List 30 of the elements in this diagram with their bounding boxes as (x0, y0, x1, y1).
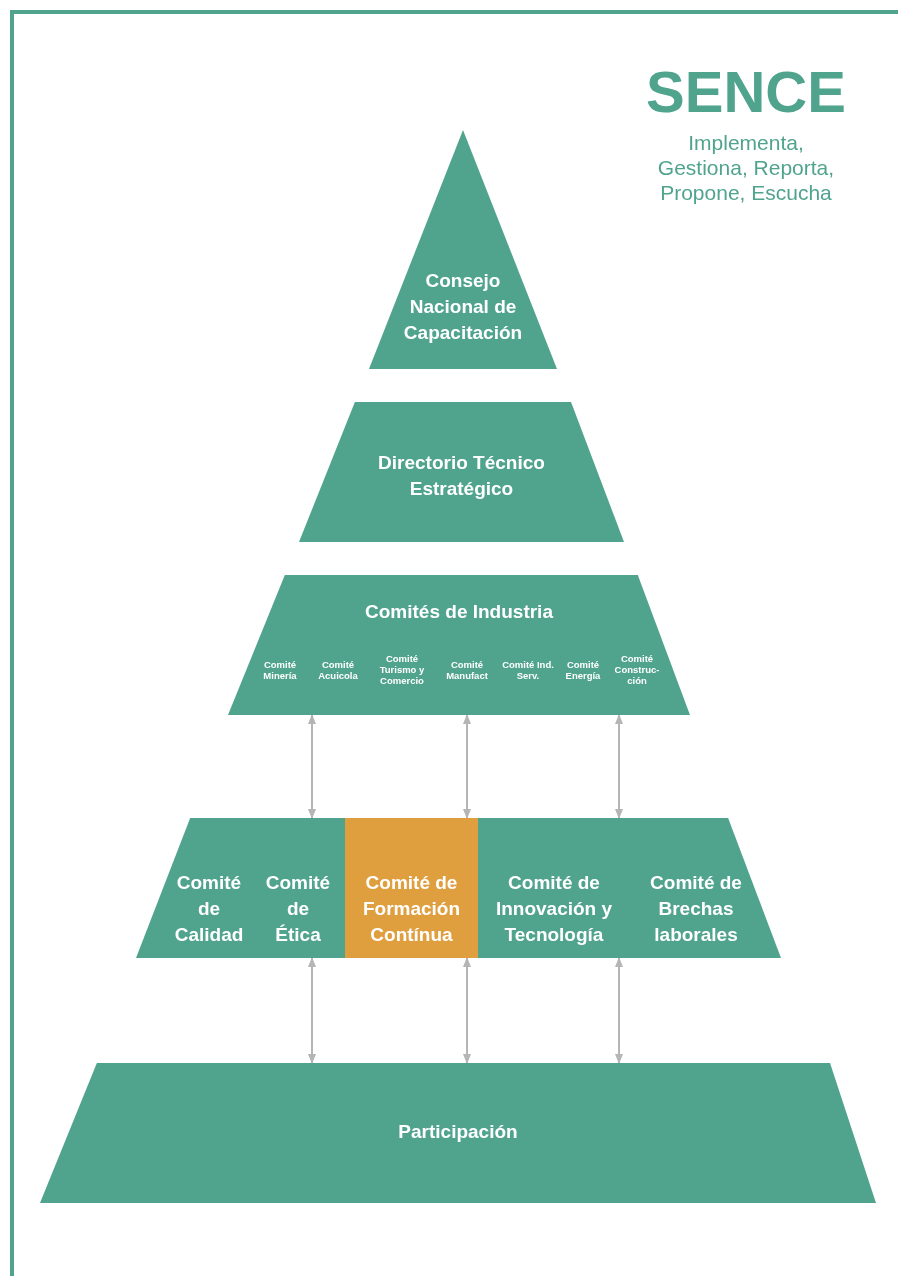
highlighted-segment (345, 818, 478, 958)
double-arrow (463, 714, 471, 819)
tier-label: Comité de Formación Contínua (361, 871, 462, 947)
trapezoid-tier (299, 402, 624, 542)
tier-label: Consejo Nacional de Capacitación (402, 269, 524, 345)
committee-label: Comité Turismo y Comercio (378, 653, 426, 686)
committee-label: Comité Acuicola (317, 659, 359, 681)
tier-label: Comité de Ética (264, 871, 332, 947)
double-arrow (463, 957, 471, 1064)
trapezoid-tier (136, 818, 781, 958)
tier-label: Comité de Brechas laborales (649, 871, 743, 947)
double-arrow (308, 957, 316, 1064)
double-arrow (308, 714, 316, 819)
tier-label: Participación (398, 1120, 518, 1144)
tier-label: Comité de Innovación y Tecnología (494, 871, 614, 947)
double-arrow (615, 714, 623, 819)
committee-label: Comité Manufact (445, 659, 489, 681)
trapezoid-tier (228, 575, 690, 715)
committee-label: Comité Energía (564, 659, 602, 681)
heading: SENCE (645, 58, 847, 126)
committee-label: Comité Construc-ción (613, 653, 661, 686)
tier-label: Comités de Industria (365, 600, 553, 624)
committee-label: Comité Minería (262, 659, 298, 681)
tier-label: Comité de Calidad (173, 871, 245, 947)
committee-label: Comité Ind. Serv. (501, 659, 555, 681)
tier-label: Directorio Técnico Estratégico (377, 451, 546, 501)
trapezoid-tier (40, 1063, 876, 1203)
subtitle: Implementa, Gestiona, Reporta, Propone, Escucha (656, 130, 836, 205)
triangle-tier (369, 130, 557, 369)
double-arrow (615, 957, 623, 1064)
